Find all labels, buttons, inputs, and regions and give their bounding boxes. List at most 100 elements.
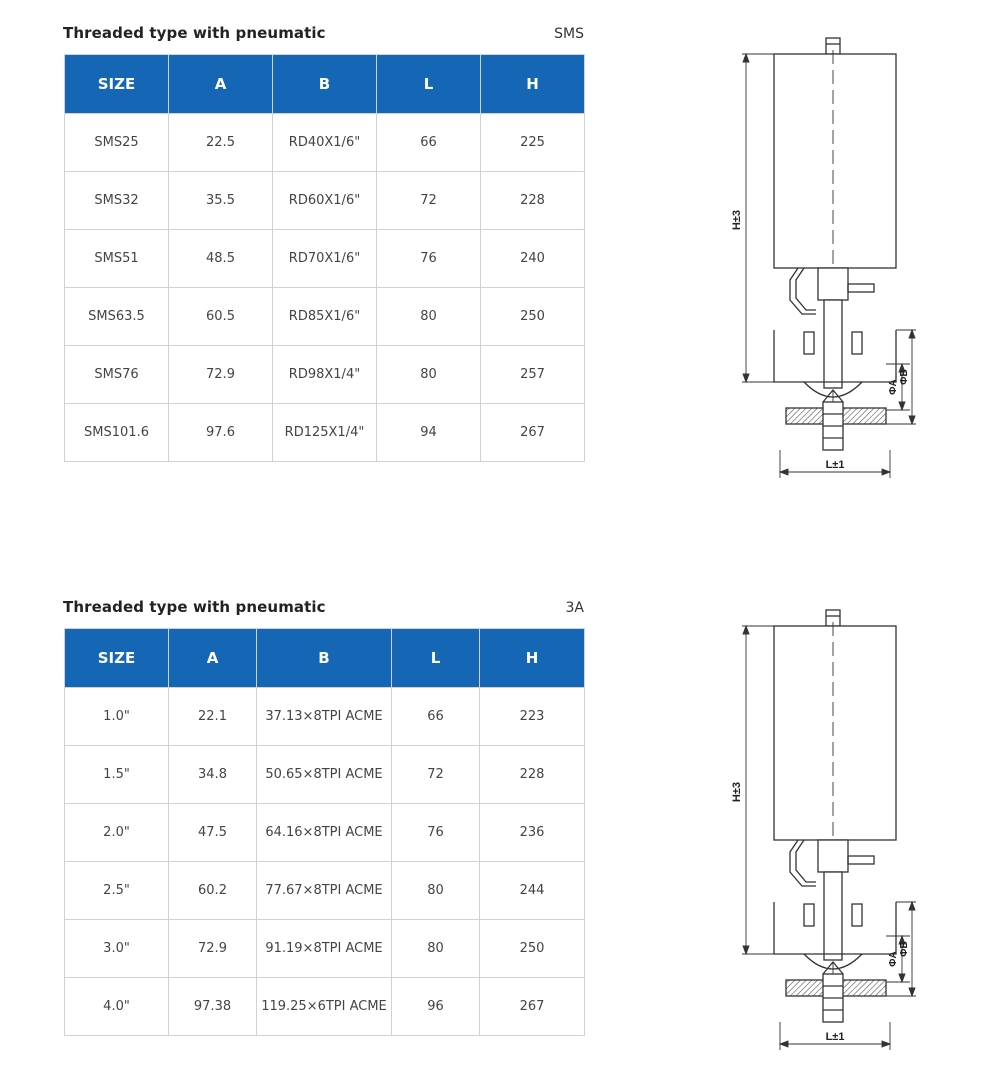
column-header-a: A	[168, 54, 273, 114]
cell-b: RD125X1/4"	[272, 403, 377, 462]
table-row: SMS63.5 60.5 RD85X1/6" 80 250	[64, 287, 585, 346]
cell-b: 91.19×8TPI ACME	[256, 919, 392, 978]
cell-l: 80	[376, 287, 481, 346]
cell-a: 22.1	[168, 687, 257, 746]
cell-l: 66	[376, 113, 481, 172]
cell-a: 97.6	[168, 403, 273, 462]
table-row: SMS51 48.5 RD70X1/6" 76 240	[64, 229, 585, 288]
cell-size: SMS76	[64, 345, 169, 404]
table-row: SMS76 72.9 RD98X1/4" 80 257	[64, 345, 585, 404]
table-row: SMS101.6 97.6 RD125X1/4" 94 267	[64, 403, 585, 462]
cell-size: 1.0"	[64, 687, 169, 746]
standard-label: SMS	[554, 26, 584, 42]
cell-l: 80	[391, 861, 480, 920]
cell-h: 228	[480, 171, 585, 230]
cell-a: 72.9	[168, 919, 257, 978]
table-row: SMS25 22.5 RD40X1/6" 66 225	[64, 113, 585, 172]
valve-technical-drawing: H±3 L±1 ΦA ΦB	[731, 37, 916, 478]
table-row: SMS32 35.5 RD60X1/6" 72 228	[64, 171, 585, 230]
cell-l: 94	[376, 403, 481, 462]
cell-l: 66	[391, 687, 480, 746]
cell-a: 35.5	[168, 171, 273, 230]
cell-size: SMS25	[64, 113, 169, 172]
column-header-b: B	[272, 54, 377, 114]
length-dimension-label: L±1	[826, 459, 845, 471]
cell-b: RD60X1/6"	[272, 171, 377, 230]
section-title: Threaded type with pneumatic	[63, 24, 326, 42]
cell-a: 22.5	[168, 113, 273, 172]
table-row: 1.5" 34.8 50.65×8TPI ACME 72 228	[64, 745, 585, 804]
cell-size: 4.0"	[64, 977, 169, 1036]
section-title: Threaded type with pneumatic	[63, 598, 326, 616]
cell-l: 76	[376, 229, 481, 288]
cell-a: 60.2	[168, 861, 257, 920]
cell-h: 244	[479, 861, 585, 920]
cell-h: 250	[479, 919, 585, 978]
cell-a: 60.5	[168, 287, 273, 346]
cell-l: 80	[391, 919, 480, 978]
cell-b: 119.25×6TPI ACME	[256, 977, 392, 1036]
cell-a: 47.5	[168, 803, 257, 862]
cell-size: 3.0"	[64, 919, 169, 978]
cell-a: 48.5	[168, 229, 273, 288]
cell-b: RD98X1/4"	[272, 345, 377, 404]
cell-h: 250	[480, 287, 585, 346]
column-header-size: SIZE	[64, 628, 169, 688]
cell-b: RD70X1/6"	[272, 229, 377, 288]
cell-l: 72	[376, 171, 481, 230]
cell-h: 228	[479, 745, 585, 804]
cell-b: RD85X1/6"	[272, 287, 377, 346]
cell-size: SMS101.6	[64, 403, 169, 462]
table-header-row: SIZE A B L H	[64, 628, 585, 688]
standard-label: 3A	[565, 600, 584, 616]
cell-size: 1.5"	[64, 745, 169, 804]
cell-b: 37.13×8TPI ACME	[256, 687, 392, 746]
cell-a: 34.8	[168, 745, 257, 804]
cell-h: 236	[479, 803, 585, 862]
height-dimension-label: H±3	[731, 782, 743, 802]
cell-b: RD40X1/6"	[272, 113, 377, 172]
cell-size: SMS51	[64, 229, 169, 288]
cell-l: 96	[391, 977, 480, 1036]
height-dimension-label: H±3	[731, 210, 743, 230]
column-header-b: B	[256, 628, 392, 688]
column-header-size: SIZE	[64, 54, 169, 114]
valve-technical-drawing: H±3 L±1 ΦA ΦB	[731, 609, 916, 1050]
table-row: 3.0" 72.9 91.19×8TPI ACME 80 250	[64, 919, 585, 978]
cell-b: 50.65×8TPI ACME	[256, 745, 392, 804]
column-header-l: L	[391, 628, 480, 688]
cell-h: 267	[480, 403, 585, 462]
column-header-h: H	[480, 54, 585, 114]
cell-h: 257	[480, 345, 585, 404]
table-row: 2.5" 60.2 77.67×8TPI ACME 80 244	[64, 861, 585, 920]
3a-spec-table: SIZE A B L H 1.0" 22.1 37.13×8TPI ACME 6…	[64, 628, 585, 1036]
cell-l: 72	[391, 745, 480, 804]
column-header-h: H	[479, 628, 585, 688]
table-row: 1.0" 22.1 37.13×8TPI ACME 66 223	[64, 687, 585, 746]
diameter-b-label: ΦB	[899, 369, 910, 384]
cell-a: 97.38	[168, 977, 257, 1036]
column-header-l: L	[376, 54, 481, 114]
table-row: 4.0" 97.38 119.25×6TPI ACME 96 267	[64, 977, 585, 1036]
table-row: 2.0" 47.5 64.16×8TPI ACME 76 236	[64, 803, 585, 862]
cell-h: 240	[480, 229, 585, 288]
column-header-a: A	[168, 628, 257, 688]
cell-a: 72.9	[168, 345, 273, 404]
cell-size: 2.5"	[64, 861, 169, 920]
cell-l: 76	[391, 803, 480, 862]
cell-size: 2.0"	[64, 803, 169, 862]
cell-size: SMS32	[64, 171, 169, 230]
sms-spec-table: SIZE A B L H SMS25 22.5 RD40X1/6" 66 225…	[64, 54, 585, 462]
cell-size: SMS63.5	[64, 287, 169, 346]
length-dimension-label: L±1	[826, 1031, 845, 1043]
diameter-a-label: ΦA	[888, 379, 899, 394]
cell-h: 223	[479, 687, 585, 746]
cell-b: 64.16×8TPI ACME	[256, 803, 392, 862]
cell-b: 77.67×8TPI ACME	[256, 861, 392, 920]
cell-h: 267	[479, 977, 585, 1036]
diameter-b-label: ΦB	[899, 941, 910, 956]
cell-h: 225	[480, 113, 585, 172]
cell-l: 80	[376, 345, 481, 404]
diameter-a-label: ΦA	[888, 951, 899, 966]
table-header-row: SIZE A B L H	[64, 54, 585, 114]
